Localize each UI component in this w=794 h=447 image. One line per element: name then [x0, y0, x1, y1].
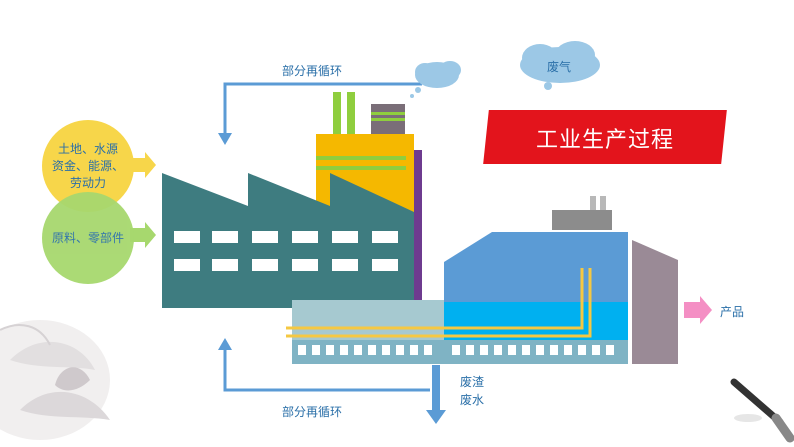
waste-gas-label: 废气	[547, 60, 572, 74]
page-title: 工业生产过程	[535, 128, 674, 153]
blue-tank	[444, 232, 628, 302]
recycle-arrow-bottom	[218, 338, 430, 392]
waste-water-label: 废水	[460, 393, 485, 407]
waste-gas-cloud	[520, 41, 600, 90]
product-label: 产品	[720, 305, 745, 319]
input-arrow-bottom	[130, 222, 156, 248]
purple-wall	[414, 150, 422, 300]
gray-block	[632, 240, 678, 364]
waste-residue-label: 废渣	[460, 375, 485, 389]
chimney-green-1	[333, 92, 341, 134]
tank-chimney-2	[600, 196, 606, 210]
cloud-small	[410, 61, 461, 98]
input-arrow-top	[130, 152, 156, 178]
waste-down-arrow	[426, 365, 446, 424]
tank-cap	[552, 210, 612, 230]
input-label-line-3: 劳动力	[69, 175, 106, 190]
input-label-line-1: 土地、水源	[57, 141, 118, 156]
brush-decoration	[730, 378, 794, 443]
input-circle-materials: 原料、零部件	[42, 192, 134, 284]
flower-decoration	[0, 320, 110, 440]
yellow-pipes	[286, 268, 592, 338]
recycle-label-bottom: 部分再循环	[282, 405, 343, 419]
chimney-green-2	[347, 92, 355, 134]
tank-chimney-1	[590, 196, 596, 210]
recycle-label-top: 部分再循环	[282, 64, 343, 78]
recycle-arrow-top	[218, 82, 422, 145]
input-label-line-2: 资金、能源、	[51, 158, 124, 173]
input-label-materials: 原料、零部件	[51, 230, 124, 245]
sawtooth-factory	[162, 173, 414, 308]
product-arrow	[684, 296, 712, 324]
factory-windows	[174, 231, 398, 271]
conveyor-holes	[298, 345, 614, 355]
